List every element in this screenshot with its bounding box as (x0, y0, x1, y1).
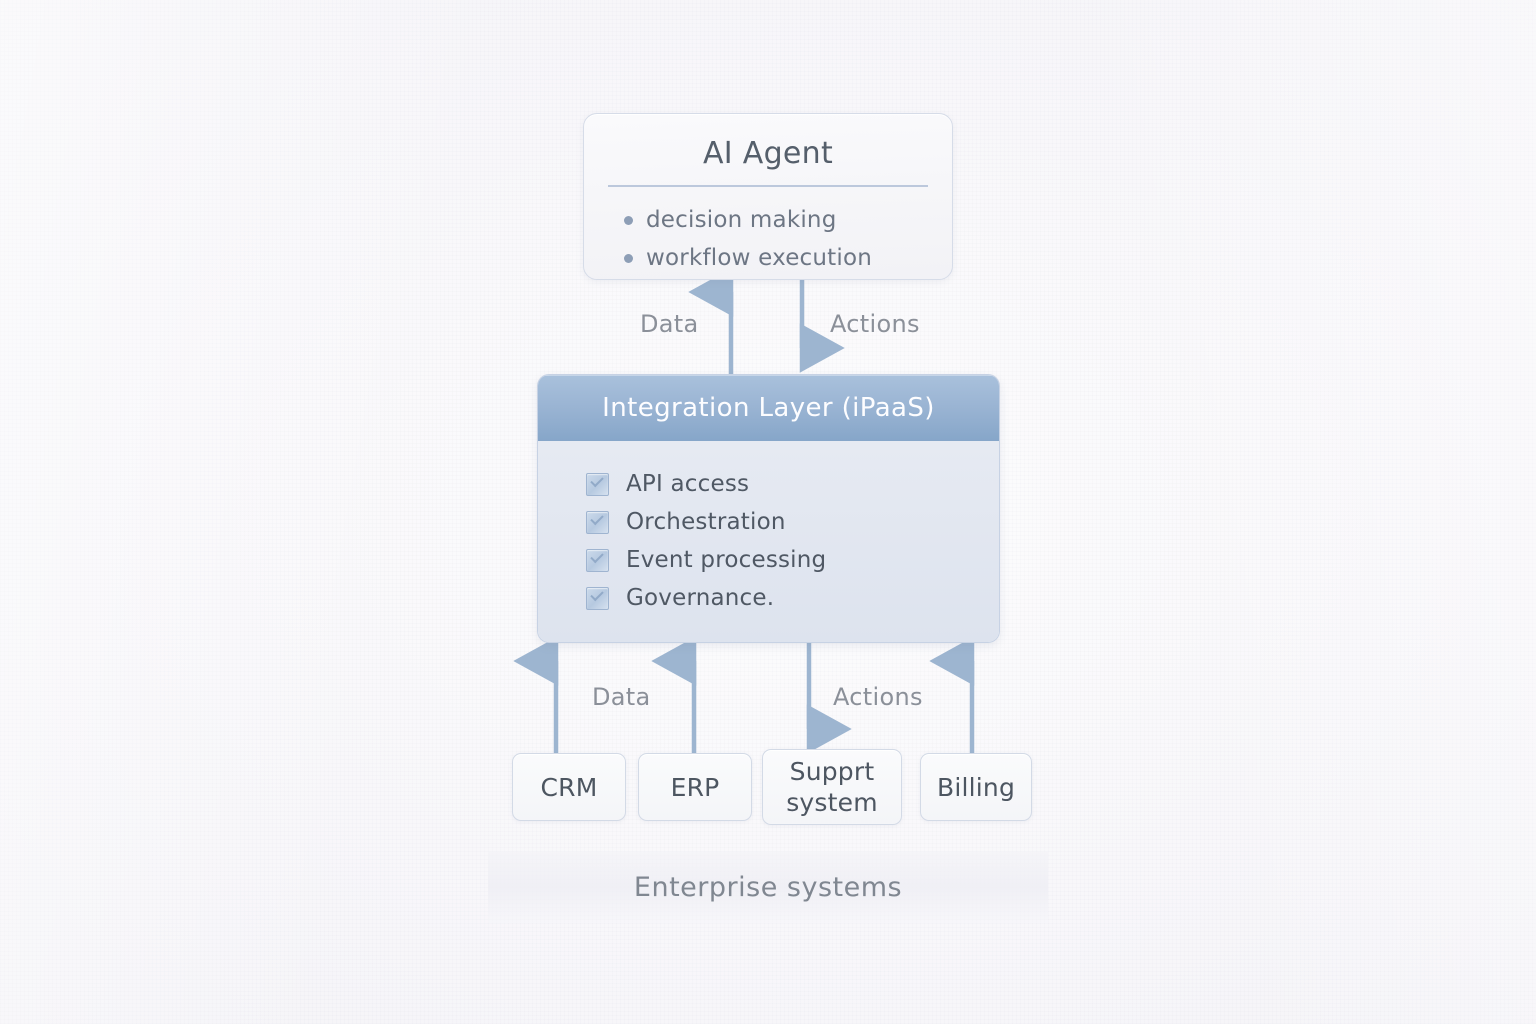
system-box-label-line2: system (786, 788, 878, 817)
list-item: workflow execution (624, 239, 952, 277)
ai-agent-bullet-label: decision making (646, 206, 837, 233)
list-item: decision making (624, 201, 952, 239)
flow-label-actions-lower: Actions (833, 683, 923, 711)
list-item: Governance. (586, 579, 999, 617)
integration-layer-card: Integration Layer (iPaaS) API access Orc… (537, 374, 1000, 643)
checkbox-checked-icon (586, 510, 609, 534)
flow-label-data-upper: Data (640, 310, 699, 338)
ai-agent-bullet-label: workflow execution (646, 244, 873, 271)
system-box-erp: ERP (638, 753, 752, 821)
enterprise-systems-band: Enterprise systems (488, 851, 1048, 923)
list-item: Orchestration (586, 503, 999, 541)
checkbox-checked-icon (586, 472, 609, 496)
system-box-label: ERP (670, 772, 720, 802)
integration-layer-header: Integration Layer (iPaaS) (538, 375, 999, 441)
list-item: Event processing (586, 541, 999, 579)
bullet-icon (624, 215, 633, 225)
bullet-icon (624, 253, 633, 263)
integration-feature-label: Governance. (626, 585, 775, 611)
integration-feature-label: Event processing (626, 547, 827, 573)
system-box-label-line1: Supprt (789, 757, 875, 786)
integration-feature-label: API access (626, 471, 750, 497)
integration-layer-title: Integration Layer (iPaaS) (602, 393, 935, 423)
system-box-label: CRM (540, 772, 598, 802)
checkbox-checked-icon (586, 548, 609, 572)
ai-agent-capability-list: decision making workflow execution (584, 201, 952, 277)
integration-feature-label: Orchestration (626, 509, 786, 535)
checkbox-checked-icon (586, 586, 609, 610)
ai-agent-title: AI Agent (702, 136, 834, 171)
ai-agent-divider (608, 185, 928, 187)
system-box-billing: Billing (920, 753, 1032, 821)
ai-agent-card: AI Agent decision making workflow execut… (583, 113, 953, 280)
enterprise-systems-label: Enterprise systems (633, 871, 903, 903)
system-box-label: Billing (936, 772, 1016, 802)
flow-label-data-lower: Data (592, 683, 651, 711)
flow-label-actions-upper: Actions (830, 310, 920, 338)
system-box-crm: CRM (512, 753, 626, 821)
integration-layer-body: API access Orchestration Event processin… (538, 441, 999, 642)
list-item: API access (586, 465, 999, 503)
